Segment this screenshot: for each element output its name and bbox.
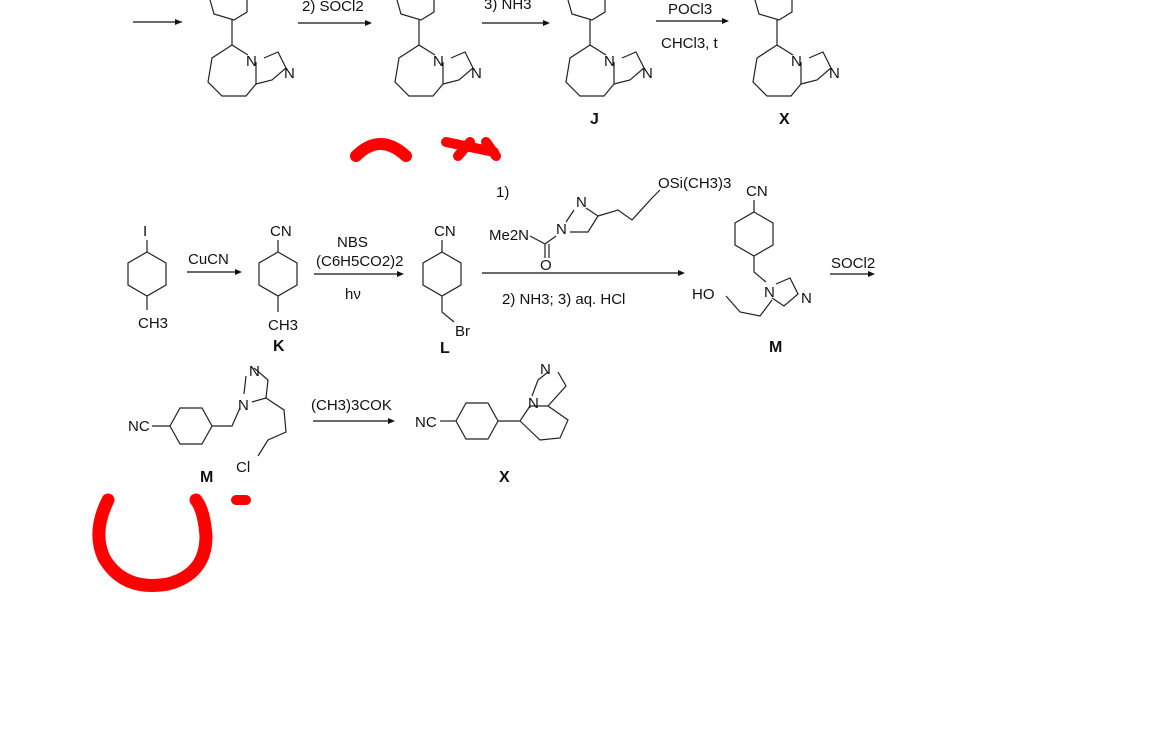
nitrile-label: CN bbox=[270, 223, 292, 240]
compound-m-chloride-structure: NC N N Cl bbox=[128, 363, 287, 476]
atom-n: N bbox=[540, 361, 551, 378]
atom-n: N bbox=[433, 53, 444, 70]
reagent-chcl3: CHCl3, t bbox=[661, 35, 719, 52]
atom-n: N bbox=[801, 290, 812, 307]
row3: NC N N Cl M (CH3)3COK NC N N X bbox=[128, 361, 569, 486]
compound-x-product-structure: NC N N bbox=[415, 361, 569, 441]
compound-label-x: X bbox=[779, 111, 790, 128]
carbamoyl-imidazole-reagent: Me2N O N N OSi(CH3)3 bbox=[489, 175, 731, 274]
atom-n: N bbox=[764, 284, 775, 301]
methyl-label: CH3 bbox=[138, 315, 168, 332]
bicyclic-structure-1: N N bbox=[207, 0, 295, 97]
iodotoluene-structure: I CH3 bbox=[127, 223, 168, 332]
compound-l-structure: CN Br bbox=[422, 223, 470, 340]
reagent-hv: hν bbox=[345, 286, 361, 303]
chloro-label: Cl bbox=[236, 459, 250, 476]
bromo-label: Br bbox=[455, 323, 470, 340]
atom-n: N bbox=[829, 65, 840, 82]
nitrile-label: CN bbox=[746, 183, 768, 200]
atom-n: N bbox=[556, 221, 567, 238]
red-annotation-top bbox=[350, 137, 501, 162]
dimethylamino-label: Me2N bbox=[489, 227, 529, 244]
hydroxy-label: HO bbox=[692, 286, 715, 303]
red-annotation-circle bbox=[92, 493, 251, 592]
atom-n: N bbox=[246, 53, 257, 70]
row2: I CH3 CuCN CN CH3 K NBS (C6H5CO2)2 hν CN bbox=[127, 175, 875, 357]
reagent-base: (CH3)3COK bbox=[311, 397, 392, 414]
atom-n: N bbox=[284, 65, 295, 82]
compound-label-l: L bbox=[440, 340, 450, 357]
iodo-label: I bbox=[143, 223, 147, 240]
compound-label-k: K bbox=[273, 338, 285, 355]
bicyclic-structure-2: N N bbox=[394, 0, 482, 97]
atom-n: N bbox=[576, 194, 587, 211]
compound-j-structure: N N bbox=[565, 0, 653, 97]
reagent-pocl3: POCl3 bbox=[668, 1, 712, 18]
compound-k-structure: CN CH3 bbox=[258, 223, 298, 334]
compound-label-x: X bbox=[499, 469, 510, 486]
atom-n: N bbox=[642, 65, 653, 82]
carbonyl-oxygen: O bbox=[540, 257, 552, 274]
reagent-cucn: CuCN bbox=[188, 251, 229, 268]
atom-n: N bbox=[238, 397, 249, 414]
reagent-nbs: NBS bbox=[337, 234, 368, 251]
tms-ether-label: OSi(CH3)3 bbox=[658, 175, 731, 192]
atom-n: N bbox=[471, 65, 482, 82]
step2-reagent: 2) SOCl2 bbox=[302, 0, 364, 15]
nitrile-label: CN bbox=[434, 223, 456, 240]
reagent-peroxide: (C6H5CO2)2 bbox=[316, 253, 404, 270]
atom-n: N bbox=[528, 395, 539, 412]
nc-label: NC bbox=[415, 414, 437, 431]
arrowhead bbox=[175, 19, 182, 25]
step1-number: 1) bbox=[496, 184, 509, 201]
compound-m-structure: CN N N HO bbox=[692, 183, 812, 317]
compound-x-structure: N N bbox=[752, 0, 840, 97]
reagent-socl2: SOCl2 bbox=[831, 255, 875, 272]
compound-label-m: M bbox=[769, 339, 782, 356]
atom-n: N bbox=[791, 53, 802, 70]
atom-n: N bbox=[249, 363, 260, 380]
atom-n: N bbox=[604, 53, 615, 70]
row1: N N 2) SOCl2 N N 3) NH3 N N J POCl3 bbox=[133, 0, 840, 128]
reagent-steps-2-3: 2) NH3; 3) aq. HCl bbox=[502, 291, 625, 308]
methyl-label: CH3 bbox=[268, 317, 298, 334]
nc-label: NC bbox=[128, 418, 150, 435]
compound-label-j: J bbox=[590, 111, 599, 128]
step3-reagent: 3) NH3 bbox=[484, 0, 532, 13]
compound-label-m: M bbox=[200, 469, 213, 486]
